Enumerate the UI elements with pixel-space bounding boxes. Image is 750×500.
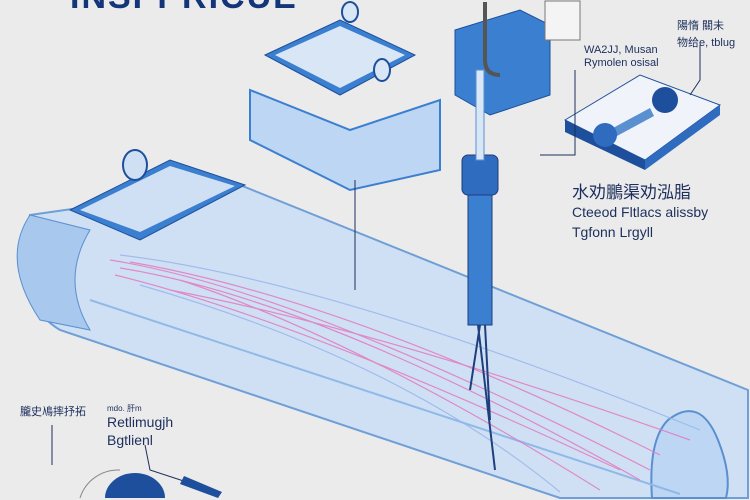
connector-block bbox=[454, 0, 581, 116]
label-mid-right-2: Rymolen osisal bbox=[584, 57, 659, 69]
filter-panel-left bbox=[68, 149, 247, 241]
label-bottom-mid-1: Retlimugjh bbox=[107, 414, 174, 430]
label-right-cn: 水劝鵬渠劝泓脂 bbox=[572, 183, 691, 202]
label-bottom-left-cn: 朧史鳰摔抒拓 bbox=[20, 406, 86, 418]
fiber-bundle bbox=[109, 254, 701, 493]
label-right-en-2: Tgfonn Lrgyll bbox=[572, 224, 653, 240]
valve-module bbox=[563, 74, 722, 170]
diagram-title: INSPPRICUE bbox=[70, 0, 298, 17]
filter-housing bbox=[249, 1, 441, 192]
label-mid-right-1: WA2JJ, Musan bbox=[584, 44, 658, 56]
bottom-disc bbox=[79, 469, 222, 499]
label-top-right-2: 物给e, tblug bbox=[677, 37, 736, 49]
label-top-right-1: 陽惰 關未 bbox=[677, 20, 725, 32]
label-bottom-mid-2: Bgtlienl bbox=[107, 432, 153, 448]
label-right-en-1: Cteeod Fltlacs alissby bbox=[572, 204, 709, 220]
probe bbox=[461, 69, 499, 471]
label-bottom-mid-small: mdo. 肝m bbox=[107, 404, 142, 413]
